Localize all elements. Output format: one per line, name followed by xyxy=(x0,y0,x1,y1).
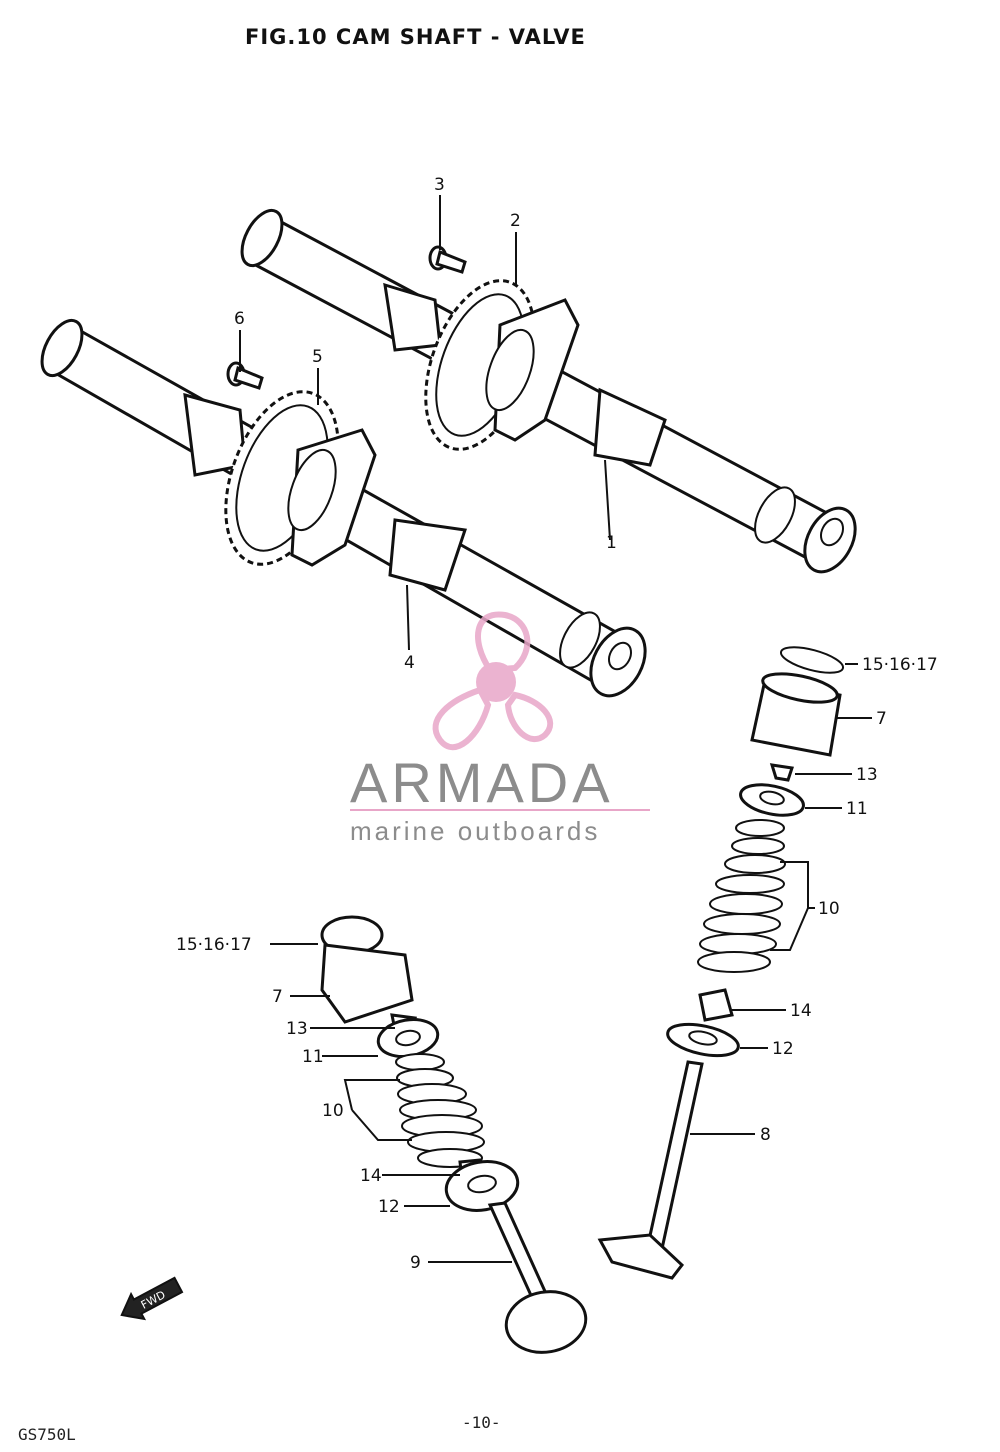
callouts: 3 2 1 4 5 6 15·16·17 7 13 11 10 14 12 8 … xyxy=(176,175,938,1273)
callout-right-11: 11 xyxy=(846,799,868,819)
callout-left-14: 14 xyxy=(360,1166,382,1186)
armada-watermark: ARMADA marine outboards xyxy=(350,611,650,846)
callout-left-10: 10 xyxy=(322,1101,344,1121)
figure-title: FIG.10 CAM SHAFT - VALVE xyxy=(245,25,586,49)
callout-right-15-16-17: 15·16·17 xyxy=(862,655,938,675)
callout-1: 1 xyxy=(606,533,617,553)
model-code: GS750L xyxy=(18,1425,76,1444)
callout-6: 6 xyxy=(234,309,245,329)
valve-stem-9 xyxy=(487,1201,551,1304)
callout-4: 4 xyxy=(404,653,415,673)
propeller-logo-icon xyxy=(432,611,554,750)
callout-right-14: 14 xyxy=(790,1001,812,1021)
springs-right xyxy=(697,819,786,973)
sprocket-bolt-3 xyxy=(428,245,467,274)
valve-head-8 xyxy=(597,1233,685,1280)
callout-right-13: 13 xyxy=(856,765,878,785)
callout-right-7: 7 xyxy=(876,709,887,729)
leader-lines xyxy=(239,195,872,1263)
cotter-right xyxy=(769,763,794,782)
callout-left-11: 11 xyxy=(302,1047,324,1067)
sprocket-bolt-6 xyxy=(226,361,264,390)
callout-3: 3 xyxy=(434,175,445,195)
page-number: -10- xyxy=(462,1413,501,1432)
valve-head-9 xyxy=(504,1290,588,1354)
right-valve-assembly xyxy=(597,646,845,1280)
tappet-left xyxy=(320,943,414,1024)
callout-left-9: 9 xyxy=(410,1253,421,1273)
fwd-arrow: FWD xyxy=(120,1276,184,1321)
callout-left-12: 12 xyxy=(378,1197,400,1217)
shim-right xyxy=(779,646,845,674)
left-valve-assembly xyxy=(320,915,588,1354)
brand-tagline: marine outboards xyxy=(350,816,600,846)
brand-name: ARMADA xyxy=(350,751,614,814)
callout-left-15-16-17: 15·16·17 xyxy=(176,935,252,955)
cam-sprocket-5 xyxy=(224,390,377,567)
cam-sprocket-2 xyxy=(424,279,580,451)
callout-left-13: 13 xyxy=(286,1019,308,1039)
callout-5: 5 xyxy=(312,347,323,367)
seal-right xyxy=(698,988,734,1022)
callout-left-7: 7 xyxy=(272,987,283,1007)
callout-right-10: 10 xyxy=(818,899,840,919)
callout-right-8: 8 xyxy=(760,1125,771,1145)
valve-stem-8 xyxy=(644,1060,704,1260)
springs-left xyxy=(395,1053,485,1168)
callout-right-12: 12 xyxy=(772,1039,794,1059)
callout-2: 2 xyxy=(510,211,521,231)
